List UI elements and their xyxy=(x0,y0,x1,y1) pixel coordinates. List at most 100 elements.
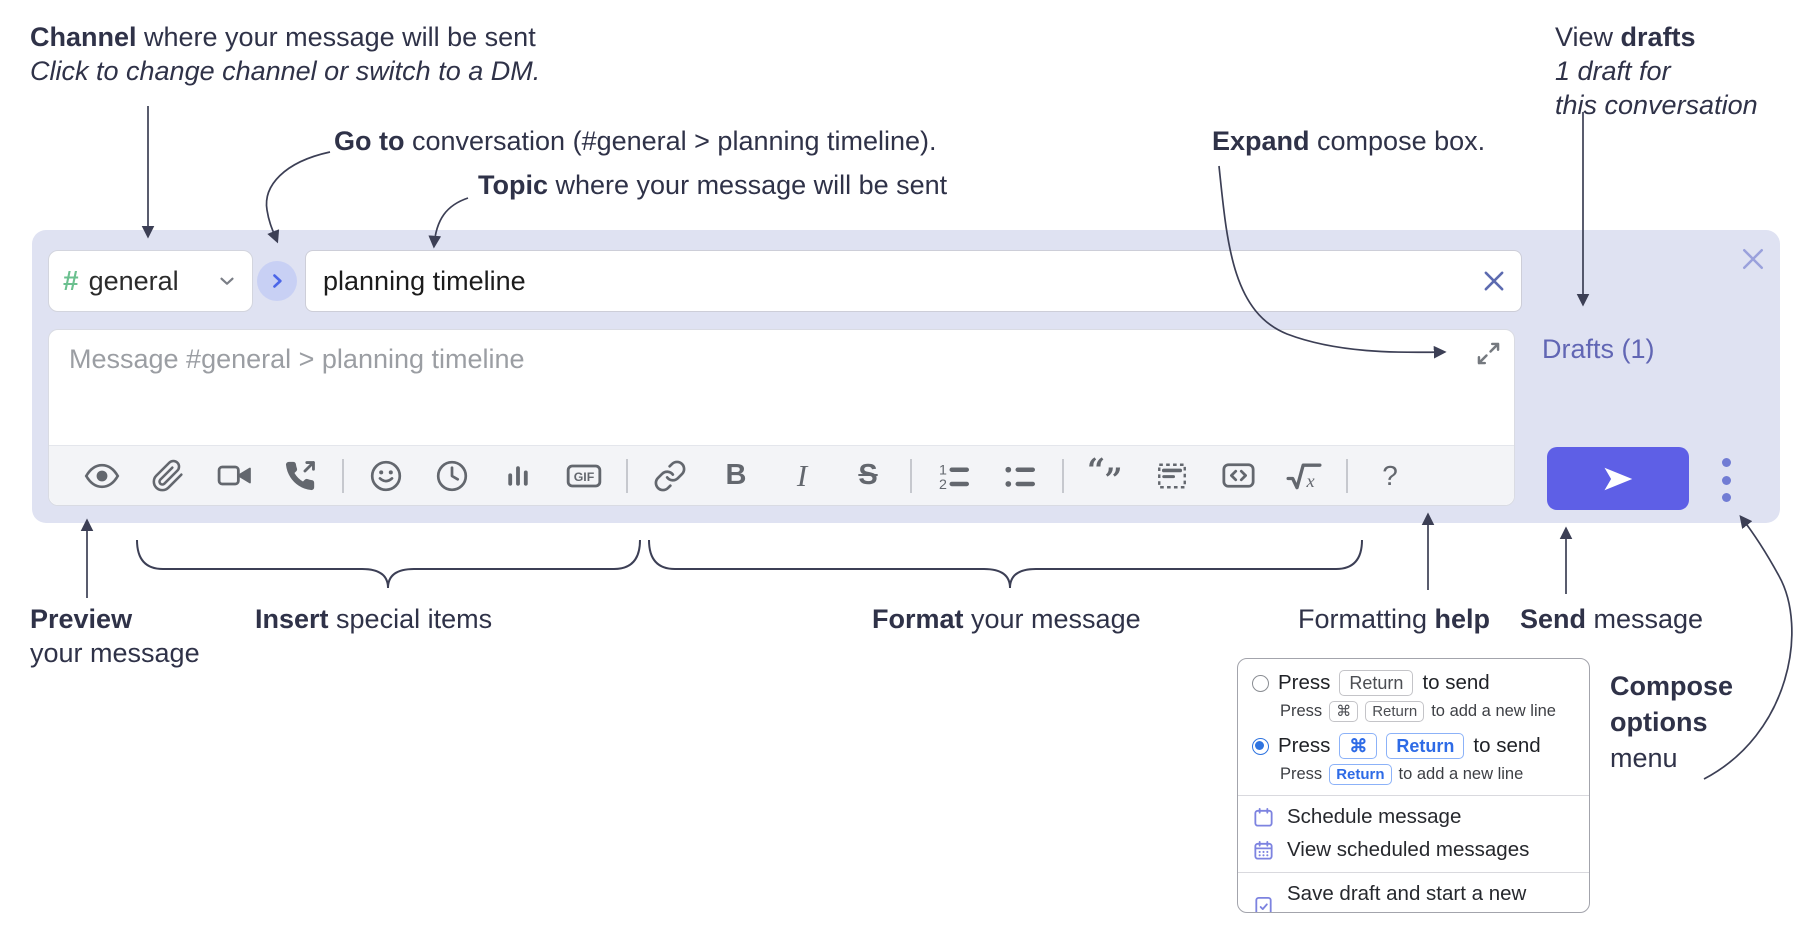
annotation-goto: Go to conversation (#general > planning … xyxy=(334,126,937,156)
toolbar-divider xyxy=(342,458,344,493)
annotation-compose-options: Compose options menu xyxy=(1610,671,1734,773)
chevron-down-icon xyxy=(220,277,234,285)
menu-divider xyxy=(1238,795,1589,796)
quote-icon: “ ” xyxy=(1087,457,1123,495)
clock-icon xyxy=(436,460,468,491)
drafts-link[interactable]: Drafts (1) xyxy=(1542,334,1655,364)
save-draft-item[interactable]: Save draft and start a new message xyxy=(1252,882,1575,912)
annotation-preview: Preview your message xyxy=(30,604,200,668)
math-sqrt-icon: x xyxy=(1286,463,1322,490)
attach-file-button[interactable] xyxy=(145,453,191,499)
clear-topic-icon[interactable] xyxy=(1480,267,1508,295)
bold-button[interactable]: B xyxy=(713,453,759,499)
paper-plane-icon xyxy=(1604,467,1633,490)
kbd-return: Return xyxy=(1329,764,1392,785)
insert-link-button[interactable] xyxy=(647,453,693,499)
schedule-message-item[interactable]: Schedule message xyxy=(1252,805,1575,829)
kbd-cmd: ⌘ xyxy=(1329,701,1359,722)
numbered-list-button[interactable]: 1 2 xyxy=(931,453,977,499)
view-scheduled-messages-item[interactable]: View scheduled messages xyxy=(1252,838,1575,862)
chevron-right-icon xyxy=(273,274,282,288)
video-camera-icon xyxy=(217,465,251,486)
poll-bar-chart-icon xyxy=(508,465,528,486)
topic-field-wrap xyxy=(305,250,1522,312)
menu-item-label: Schedule message xyxy=(1287,805,1462,828)
kbd-return: Return xyxy=(1365,701,1425,722)
expand-compose-icon[interactable] xyxy=(1475,340,1502,367)
toolbar-divider xyxy=(910,458,912,493)
annotation-send: Send message xyxy=(1520,604,1704,634)
bulleted-list-icon xyxy=(1005,466,1035,487)
math-button[interactable]: x xyxy=(1281,453,1327,499)
spoiler-icon xyxy=(1158,463,1186,488)
add-gif-button[interactable]: GIF xyxy=(561,453,607,499)
bold-icon: B xyxy=(725,459,747,491)
gif-icon: GIF xyxy=(566,464,602,487)
channel-hash-icon: # xyxy=(63,265,79,296)
emoji-smiley-icon xyxy=(370,460,402,491)
spoiler-button[interactable] xyxy=(1149,453,1195,499)
annotation-expand: Expand compose box. xyxy=(1212,126,1486,156)
preview-button[interactable] xyxy=(79,453,125,499)
italic-icon: I xyxy=(796,457,808,493)
code-button[interactable] xyxy=(1215,453,1261,499)
code-icon xyxy=(1221,463,1255,488)
annotation-format: Format your message xyxy=(872,604,1141,634)
option-text: Press xyxy=(1278,671,1331,694)
radio-unselected[interactable] xyxy=(1252,674,1269,692)
add-poll-button[interactable] xyxy=(495,453,541,499)
arrow-goto xyxy=(265,151,331,244)
eye-icon xyxy=(84,463,120,488)
ellipsis-dot xyxy=(1721,493,1731,502)
add-voice-call-button[interactable] xyxy=(277,453,323,499)
go-to-conversation-button[interactable] xyxy=(257,261,297,301)
channel-name: general xyxy=(88,265,179,296)
add-emoji-button[interactable] xyxy=(363,453,409,499)
menu-item-label: Save draft and start a new message xyxy=(1287,882,1527,912)
close-compose-icon[interactable] xyxy=(1738,244,1768,274)
svg-text:x: x xyxy=(1306,470,1315,490)
phone-call-icon xyxy=(285,460,315,490)
option-text: to send xyxy=(1473,734,1541,757)
toolbar-divider xyxy=(1062,458,1064,493)
toolbar-divider xyxy=(626,458,628,493)
radio-selected[interactable] xyxy=(1252,737,1269,755)
enter-sends-subtext: Press ⌘ Return to add a new line xyxy=(1280,701,1556,722)
link-icon xyxy=(654,460,686,491)
ellipsis-dot xyxy=(1721,475,1731,485)
compose-box: # general xyxy=(32,230,1780,523)
svg-text:1: 1 xyxy=(939,462,947,478)
quote-button[interactable]: “ ” xyxy=(1083,453,1129,499)
strikethrough-icon: S xyxy=(858,459,878,491)
option-text: Press xyxy=(1278,734,1331,757)
formatting-toolbar: GIF B I xyxy=(49,445,1514,505)
send-button[interactable] xyxy=(1547,447,1689,510)
add-video-call-button[interactable] xyxy=(211,453,257,499)
compose-options-popup: Press Return to send Press ⌘ Return to a… xyxy=(1237,658,1590,913)
svg-text:GIF: GIF xyxy=(574,470,595,484)
italic-button[interactable]: I xyxy=(779,453,825,499)
draft-document-icon xyxy=(1255,896,1272,912)
kbd-cmd: ⌘ xyxy=(1339,733,1378,759)
message-formatting-help-button[interactable]: ? xyxy=(1367,453,1413,499)
ellipsis-dot xyxy=(1721,458,1731,467)
compose-options-menu-button[interactable] xyxy=(1714,458,1738,502)
channel-selector[interactable]: # general xyxy=(48,250,253,312)
cmd-enter-sends-option[interactable]: Press ⌘ Return to send xyxy=(1252,733,1575,759)
strikethrough-button[interactable]: S xyxy=(845,453,891,499)
option-text: to send xyxy=(1422,671,1490,694)
annotation-channel: Channel where your message will be sent … xyxy=(30,22,541,86)
add-global-time-button[interactable] xyxy=(429,453,475,499)
cmd-enter-sends-subtext: Press Return to add a new line xyxy=(1280,764,1524,785)
bulleted-list-button[interactable] xyxy=(997,453,1043,499)
calendar-icon xyxy=(1254,807,1273,827)
svg-text:”: ” xyxy=(1104,461,1122,495)
toolbar-divider xyxy=(1346,458,1348,493)
menu-item-label: View scheduled messages xyxy=(1287,838,1530,861)
topic-input[interactable] xyxy=(305,250,1522,312)
message-textarea[interactable] xyxy=(49,330,1514,444)
svg-text:“: “ xyxy=(1087,457,1105,489)
kbd-return: Return xyxy=(1386,733,1465,759)
enter-sends-option[interactable]: Press Return to send xyxy=(1252,670,1575,696)
